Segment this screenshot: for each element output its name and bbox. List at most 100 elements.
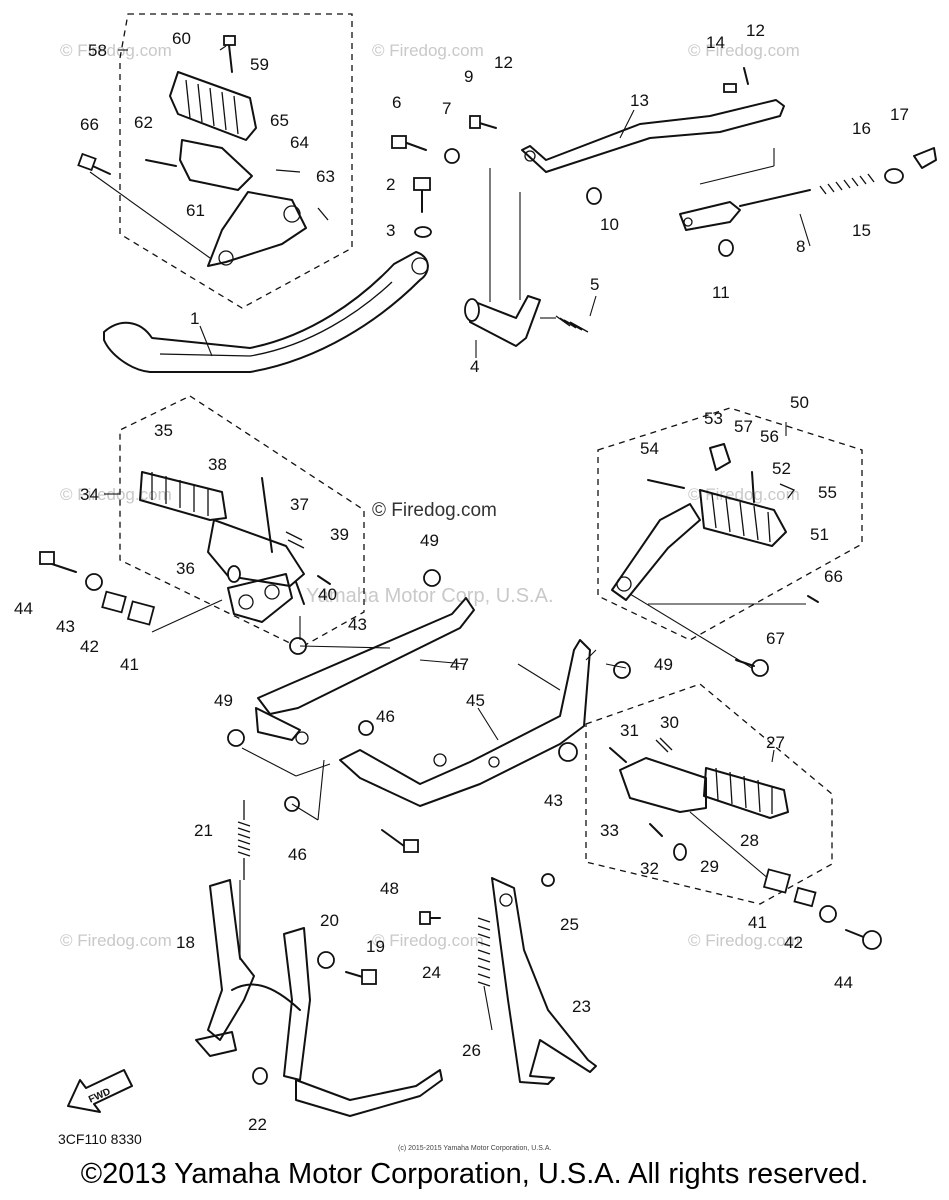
part-label: 46: [376, 707, 395, 726]
part-label: 59: [250, 55, 269, 74]
part-label: 16: [852, 119, 871, 138]
part-label: 40: [318, 585, 337, 604]
watermark: © Firedog.com: [372, 931, 484, 950]
part-label: 18: [176, 933, 195, 952]
part-label: 31: [620, 721, 639, 740]
part-label: 21: [194, 821, 213, 840]
part-label: 43: [544, 791, 563, 810]
part-label: 27: [766, 733, 785, 752]
part-label: 54: [640, 439, 659, 458]
part-label: 1: [190, 309, 199, 328]
footrest-assembly-34: [139, 471, 331, 623]
part-label: 15: [852, 221, 871, 240]
watermark: © Firedog.com: [60, 931, 172, 950]
part-label: 33: [600, 821, 619, 840]
small-hardware: [391, 115, 497, 238]
part-label: 41: [748, 913, 767, 932]
part-label: 34: [80, 485, 99, 504]
part-label: 9: [464, 67, 473, 86]
part-label: 64: [290, 133, 309, 152]
bolt-48: [381, 829, 419, 853]
part-drawings: [39, 35, 937, 1117]
bolt-66: [77, 152, 111, 175]
part-label: 46: [288, 845, 307, 864]
part-label: 36: [176, 559, 195, 578]
main-stand: [195, 879, 443, 1117]
footrest-assembly-27: [609, 737, 789, 881]
part-label: 20: [320, 911, 339, 930]
tiny-copyright: (c) 2015-2015 Yamaha Motor Corporation, …: [398, 1145, 551, 1152]
part-label: 6: [392, 93, 401, 112]
part-label: 58: [88, 41, 107, 60]
fwd-arrow-icon: [67, 1069, 133, 1113]
brake-rod-assembly: [521, 67, 937, 257]
assembly-outlines: [119, 13, 863, 905]
part-label: 26: [462, 1041, 481, 1060]
assembly-58-outline: [119, 13, 353, 309]
part-label: 61: [186, 201, 205, 220]
spring-21: [237, 800, 251, 960]
part-label: 38: [208, 455, 227, 474]
part-label: 60: [172, 29, 191, 48]
copyright-footer: ©2013 Yamaha Motor Corporation, U.S.A. A…: [80, 1158, 869, 1190]
watermark-overlay: Yamaha Motor Corp, U.S.A.: [306, 585, 554, 607]
watermark: © Firedog.com: [688, 41, 800, 60]
leader-lines: [89, 45, 811, 763]
left-bushings: [39, 551, 223, 633]
part-label: 44: [14, 599, 33, 618]
part-label: 30: [660, 713, 679, 732]
part-label: 49: [654, 655, 673, 674]
part-label: 22: [248, 1115, 267, 1134]
brake-pedal: [103, 251, 429, 373]
stay-47: [227, 569, 475, 747]
part-label: 63: [316, 167, 335, 186]
stay-45: [241, 639, 631, 821]
side-stand: [419, 873, 597, 1085]
part-label: 53: [704, 409, 723, 428]
part-label: 56: [760, 427, 779, 446]
assembly-50-outline: [597, 407, 863, 641]
part-label: 48: [380, 879, 399, 898]
part-label: 44: [834, 973, 853, 992]
part-label: 37: [290, 495, 309, 514]
part-label: 41: [120, 655, 139, 674]
part-label: 11: [712, 283, 730, 302]
part-label: 35: [154, 421, 173, 440]
footrest-assembly-50: [611, 443, 819, 677]
part-label: 66: [80, 115, 99, 134]
part-label: 57: [734, 417, 753, 436]
watermark: © Firedog.com: [688, 485, 800, 504]
part-label: 14: [706, 33, 725, 52]
part-label: 42: [80, 637, 99, 656]
part-label: 3: [386, 221, 395, 240]
part-label: 32: [640, 859, 659, 878]
part-label: 8: [796, 237, 805, 256]
part-label: 62: [134, 113, 153, 132]
shaft-assembly: [464, 295, 589, 347]
part-label: 13: [630, 91, 649, 110]
part-label: 24: [422, 963, 441, 982]
watermark: © Firedog.com: [372, 41, 484, 60]
part-label: 25: [560, 915, 579, 934]
part-label: 45: [466, 691, 485, 710]
part-label: 50: [790, 393, 809, 412]
part-label: 17: [890, 105, 909, 124]
part-label: 5: [590, 275, 599, 294]
part-label: 67: [766, 629, 785, 648]
part-label: 19: [366, 937, 385, 956]
watermark-center: © Firedog.com: [372, 500, 497, 521]
part-label: 23: [572, 997, 591, 1016]
watermark: © Firedog.com: [60, 41, 172, 60]
part-label: 12: [494, 53, 513, 72]
part-label: 39: [330, 525, 349, 544]
part-label: 66: [824, 567, 843, 586]
fwd-label: FWD: [87, 1086, 112, 1105]
part-label: 10: [600, 215, 619, 234]
diagram-code: 3CF110 8330: [58, 1131, 142, 1147]
part-label: 4: [470, 357, 479, 376]
footrest-assembly-58: [145, 35, 329, 267]
right-bushings: [558, 742, 882, 950]
part-label: 51: [810, 525, 829, 544]
watermark: © Firedog.com: [688, 931, 800, 950]
part-label: 47: [450, 655, 469, 674]
